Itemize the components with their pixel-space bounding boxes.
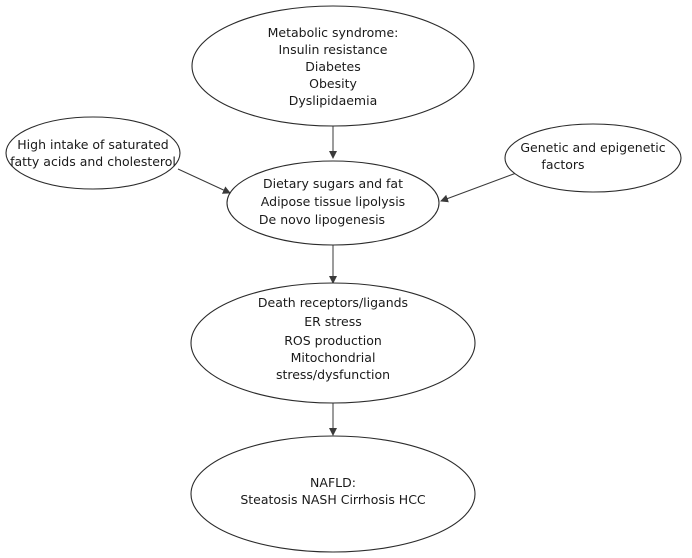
node-intake-line-2: fatty acids and cholesterol (10, 154, 176, 169)
node-high-intake: High intake of saturated fatty acids and… (5, 116, 181, 190)
node-metabolic-line-5: Dyslipidaemia (289, 93, 377, 108)
node-nafld-line-1: NAFLD: (310, 475, 356, 490)
edge-intake-to-dietary (177, 168, 231, 194)
node-stress-line-3: ROS production (284, 333, 382, 348)
node-metabolic-line-1: Metabolic syndrome: (268, 25, 399, 40)
node-dietary-sugars: Dietary sugars and fat Adipose tissue li… (226, 160, 440, 246)
node-intake-line-1: High intake of saturated (17, 137, 168, 152)
node-metabolic-syndrome: Metabolic syndrome: Insulin resistance D… (191, 5, 475, 127)
node-genetic-line-2: factors (541, 157, 584, 172)
node-metabolic-line-4: Obesity (309, 76, 357, 91)
node-dietary-line-1: Dietary sugars and fat (263, 176, 403, 191)
node-stress-line-5: stress/dysfunction (276, 367, 390, 382)
node-genetic-factors: Genetic and epigenetic factors (504, 123, 682, 193)
node-stress-line-1: Death receptors/ligands (258, 295, 408, 310)
node-nafld: NAFLD: Steatosis NASH Cirrhosis HCC (190, 435, 476, 553)
node-metabolic-line-2: Insulin resistance (279, 42, 388, 57)
node-stress-line-4: Mitochondrial (291, 350, 376, 365)
node-genetic-line-1: Genetic and epigenetic (520, 140, 665, 155)
node-cellular-stress: Death receptors/ligands ER stress ROS pr… (190, 282, 476, 404)
node-nafld-line-2: Steatosis NASH Cirrhosis HCC (240, 492, 426, 507)
node-dietary-line-3: De novo lipogenesis (259, 212, 385, 227)
node-stress-line-2: ER stress (304, 314, 362, 329)
edge-genetic-to-dietary (440, 171, 520, 203)
node-metabolic-line-3: Diabetes (305, 59, 361, 74)
node-dietary-line-2: Adipose tissue lipolysis (261, 194, 405, 209)
